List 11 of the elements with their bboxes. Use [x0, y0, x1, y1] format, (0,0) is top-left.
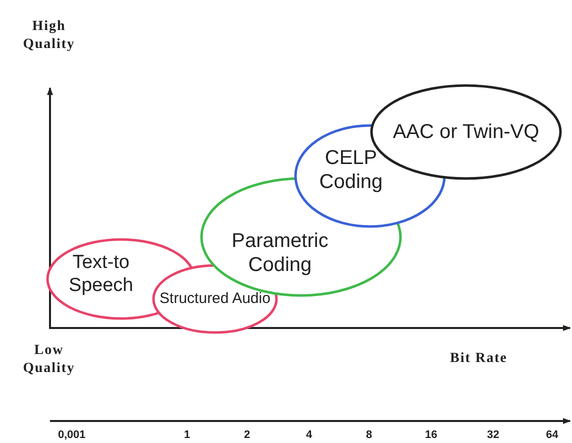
tick-label: 64	[546, 428, 558, 442]
tick-label: 8	[366, 428, 372, 442]
tick-label: 1	[184, 428, 190, 442]
x-axis-label: Bit Rate	[450, 350, 508, 368]
tick-label: 4	[306, 428, 312, 442]
y-axis-label: High Quality	[22, 18, 76, 54]
y-axis-label: Low Quality	[22, 342, 76, 378]
tick-label: 16	[425, 428, 438, 442]
tick-label: 32	[487, 428, 500, 442]
tick-label: 2	[244, 428, 250, 442]
tick-label: 0,001	[58, 428, 86, 442]
